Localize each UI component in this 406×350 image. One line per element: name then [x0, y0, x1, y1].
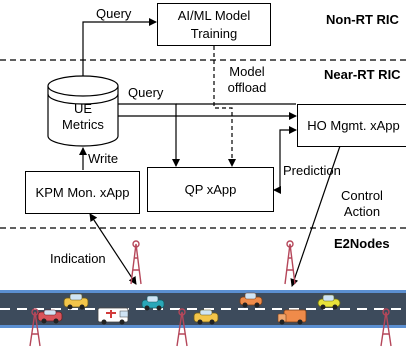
edge-label-indication: Indication [50, 251, 106, 266]
kpm-label: KPM Mon. xApp [35, 184, 130, 200]
cell-tower-icon [176, 308, 188, 347]
ue-metrics-database-icon [47, 75, 119, 147]
cell-tower-icon [29, 308, 41, 347]
qp-label: QP xApp [184, 181, 237, 197]
edge-label-query-top: Query [96, 6, 132, 21]
ue-line1: UE [73, 101, 93, 116]
kpm-mon-xapp-box: KPM Mon. xApp [25, 171, 140, 214]
car-icon [37, 309, 63, 324]
edge-label-write: Write [88, 151, 119, 166]
edge-model-offload [213, 46, 236, 167]
ambulance-icon [97, 307, 129, 325]
edge-indication [89, 213, 137, 285]
model-offload-line2: offload [227, 80, 267, 95]
model-offload-line1: Model [229, 64, 265, 79]
section-label-e2: E2Nodes [334, 236, 390, 251]
edge-prediction [273, 126, 297, 194]
edge-control-action [290, 145, 341, 287]
cell-tower-icon [380, 308, 392, 347]
control-line2: Action [343, 204, 381, 219]
section-label-near-rt: Near-RT RIC [324, 67, 401, 82]
car-icon [193, 309, 219, 325]
cell-tower-icon [284, 240, 296, 285]
aiml-line2: Training [190, 25, 238, 41]
aiml-training-box: AI/ML Model Training [157, 3, 271, 46]
car-icon [141, 295, 165, 311]
edge-ue-query-aiml [82, 18, 157, 76]
edge-label-model-offload: Model offload [222, 64, 272, 96]
section-label-non-rt: Non-RT RIC [326, 12, 399, 27]
ue-line2: Metrics [62, 117, 104, 132]
qp-xapp-box: QP xApp [147, 167, 274, 212]
road-edge-top [0, 290, 406, 293]
edge-label-control-action: Control Action [336, 188, 388, 220]
edge-label-query-mid: Query [128, 85, 164, 100]
control-line1: Control [341, 188, 383, 203]
car-icon [63, 293, 89, 310]
ue-metrics-label: UE Metrics [48, 101, 118, 133]
ho-mgmt-label: HO Mgmt. xApp [307, 117, 400, 133]
edge-label-prediction: Prediction [283, 163, 341, 178]
car-icon [317, 294, 341, 310]
truck-icon [277, 309, 307, 325]
cell-tower-icon [130, 240, 142, 285]
ho-mgmt-xapp-box: HO Mgmt. xApp [297, 104, 406, 147]
road-edge-bottom [0, 325, 406, 328]
aiml-line1: AI/ML Model [177, 7, 251, 23]
edge-ue-query-qp [118, 103, 180, 167]
car-icon [239, 292, 263, 308]
